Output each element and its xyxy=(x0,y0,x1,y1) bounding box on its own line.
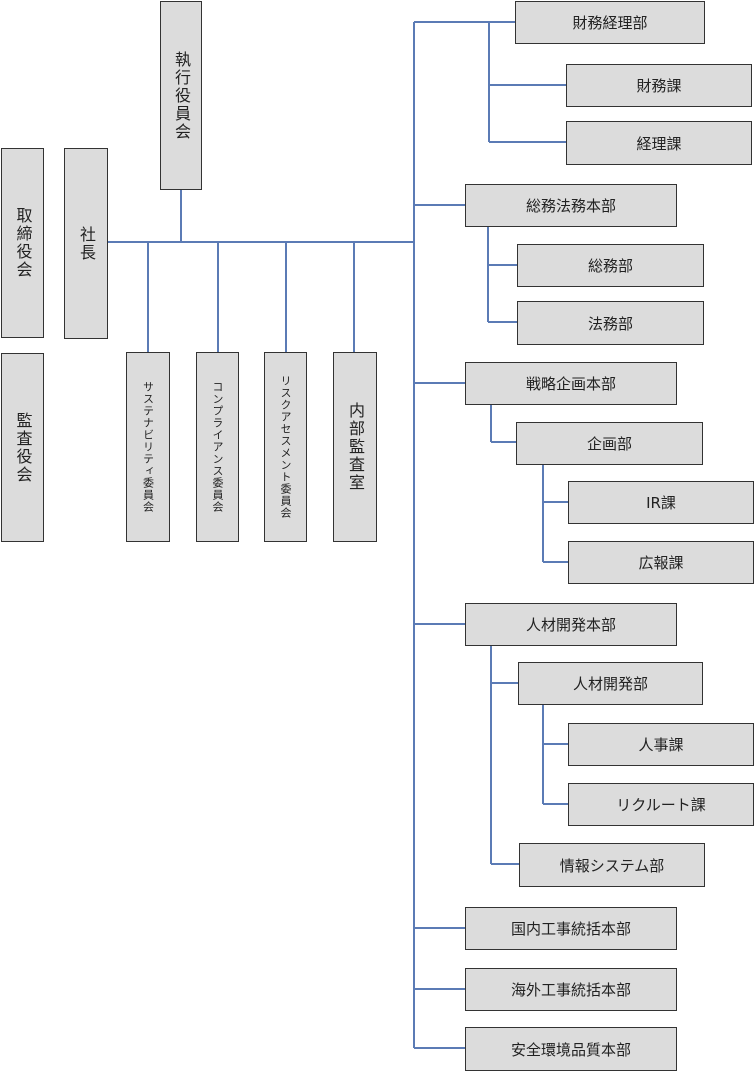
strategy-planning-division: 戦略企画本部 xyxy=(465,362,677,405)
risk-assessment-committee-label: リスクアセスメント委員会 xyxy=(279,375,292,519)
risk-assessment-committee-box: リスクアセスメント委員会 xyxy=(264,352,307,542)
hr-development-dept-label: 人材開発部 xyxy=(572,675,648,693)
audit-board-box: 監査役会 xyxy=(1,353,44,542)
hr-section-label: 人事課 xyxy=(638,736,684,754)
sustainability-committee-label: サステナビリティ委員会 xyxy=(141,381,155,513)
hr-development-division-label: 人材開発本部 xyxy=(525,616,616,634)
safety-environment-quality-division-label: 安全環境品質本部 xyxy=(510,1040,631,1059)
general-affairs-dept-label: 総務部 xyxy=(587,257,633,275)
compliance-committee-box: コンプライアンス委員会 xyxy=(196,352,239,542)
overseas-construction-division-label: 海外工事統括本部 xyxy=(510,981,631,999)
strategy-planning-division-label: 戦略企画本部 xyxy=(525,375,616,393)
sustainability-committee-box: サステナビリティ委員会 xyxy=(126,352,170,542)
executive-committee-box: 執行役員会 xyxy=(160,1,202,190)
safety-environment-quality-division: 安全環境品質本部 xyxy=(465,1027,677,1071)
planning-dept-label: 企画部 xyxy=(586,435,632,453)
planning-dept: 企画部 xyxy=(516,422,703,465)
hr-development-dept: 人材開発部 xyxy=(518,662,703,705)
information-systems-dept-label: 情報システム部 xyxy=(559,856,665,875)
hr-development-division: 人材開発本部 xyxy=(465,603,677,646)
finance-section-label: 財務課 xyxy=(636,77,682,95)
ir-section: IR課 xyxy=(568,481,754,524)
general-legal-division: 総務法務本部 xyxy=(465,184,677,227)
recruit-section: リクルート課 xyxy=(568,783,754,826)
pr-section-label: 広報課 xyxy=(638,554,684,572)
president-box: 社長 xyxy=(64,148,108,339)
legal-dept: 法務部 xyxy=(517,301,704,345)
accounting-section: 経理課 xyxy=(566,121,752,165)
recruit-section-label: リクルート課 xyxy=(616,796,706,814)
legal-dept-label: 法務部 xyxy=(587,314,633,333)
internal-audit-label: 内部監査室 xyxy=(346,402,365,492)
general-affairs-dept: 総務部 xyxy=(517,244,704,287)
board-label: 取締役会 xyxy=(13,207,33,279)
audit-board-label: 監査役会 xyxy=(13,411,33,484)
president-label: 社長 xyxy=(77,225,96,262)
compliance-committee-label: コンプライアンス委員会 xyxy=(211,381,224,513)
overseas-construction-division: 海外工事統括本部 xyxy=(465,968,677,1011)
domestic-construction-division: 国内工事統括本部 xyxy=(465,907,677,950)
executive-committee-label: 執行役員会 xyxy=(172,50,191,141)
finance-section: 財務課 xyxy=(566,64,752,107)
finance-accounting-dept-label: 財務経理部 xyxy=(572,14,648,32)
internal-audit-box: 内部監査室 xyxy=(333,352,377,542)
general-legal-division-label: 総務法務本部 xyxy=(525,197,616,215)
accounting-section-label: 経理課 xyxy=(636,134,682,153)
information-systems-dept: 情報システム部 xyxy=(519,843,705,887)
hr-section: 人事課 xyxy=(568,723,754,766)
finance-accounting-dept: 財務経理部 xyxy=(515,1,705,44)
ir-section-label: IR課 xyxy=(646,494,676,512)
board-box: 取締役会 xyxy=(1,148,44,338)
domestic-construction-division-label: 国内工事統括本部 xyxy=(510,920,631,938)
pr-section: 広報課 xyxy=(568,541,754,584)
